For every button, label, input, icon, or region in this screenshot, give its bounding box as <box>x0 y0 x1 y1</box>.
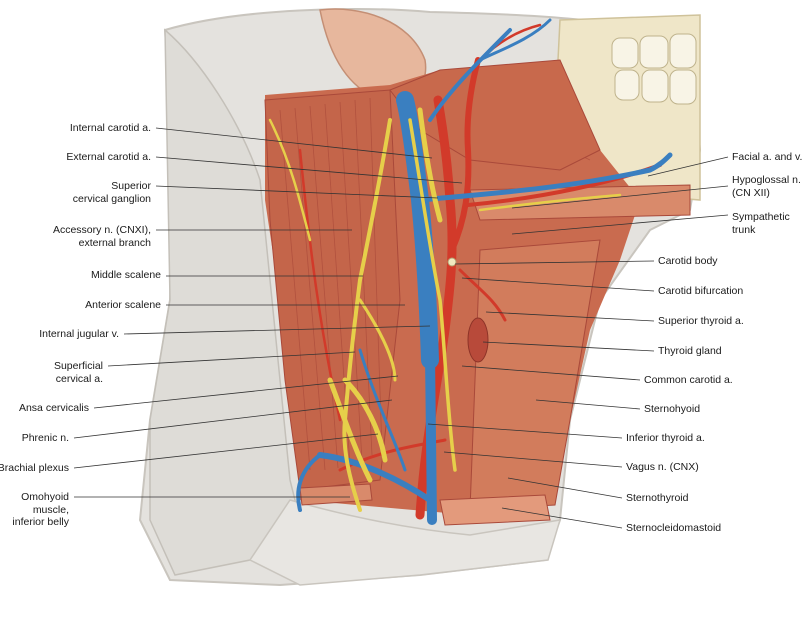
label-facial-artery-vein: Facial a. and v. <box>732 151 803 163</box>
label-sternocleidomastoid: Sternocleidomastoid <box>626 522 722 534</box>
scalene-muscles <box>264 89 401 491</box>
label-line: trunk <box>732 223 756 236</box>
label-ansa-cervicalis: Ansa cervicalis <box>18 402 89 414</box>
label-common-carotid-artery: Common carotid a. <box>644 374 733 386</box>
label-line: inferior belly <box>12 516 69 528</box>
label-carotid-body: Carotid body <box>658 255 718 267</box>
thyroid-gland-shape <box>467 317 489 363</box>
label-thyroid-gland: Thyroid gland <box>658 345 722 357</box>
label-sternohyoid: Sternohyoid <box>644 403 701 415</box>
label-line: cervical a. <box>55 372 103 385</box>
digastric-stylohyoid <box>469 184 691 221</box>
label-superior-cervical-ganglion: Superior cervical ganglion <box>73 180 151 205</box>
label-sympathetic-trunk: Sympathetic trunk <box>732 211 790 236</box>
label-brachial-plexus: Brachial plexus <box>0 462 69 474</box>
label-line: Superficial <box>53 360 103 372</box>
teeth <box>611 33 697 105</box>
label-external-carotid-artery: External carotid a. <box>66 151 151 163</box>
leader-lines-left <box>73 127 463 498</box>
label-line: muscle, <box>32 503 69 516</box>
label-accessory-nerve: Accessory n. (CNXI), external branch <box>53 224 151 249</box>
label-line: cervical ganglion <box>72 192 151 205</box>
label-middle-scalene: Middle scalene <box>90 269 161 281</box>
label-superior-thyroid-artery: Superior thyroid a. <box>658 315 744 327</box>
sternocleidomastoid-muscle <box>439 494 551 526</box>
label-internal-jugular-vein: Internal jugular v. <box>39 328 119 340</box>
label-line: Omohyoid <box>21 491 69 503</box>
label-line: Hypoglossal n. <box>732 174 801 186</box>
label-vagus-nerve: Vagus n. (CNX) <box>626 461 699 473</box>
label-internal-carotid-artery: Internal carotid a. <box>69 122 151 134</box>
label-phrenic-nerve: Phrenic n. <box>21 432 69 444</box>
label-line: Sympathetic <box>732 211 790 223</box>
carotid-body-shape <box>447 257 457 267</box>
label-anterior-scalene: Anterior scalene <box>85 299 161 311</box>
label-line: external branch <box>78 236 151 249</box>
label-carotid-bifurcation: Carotid bifurcation <box>658 285 744 297</box>
label-sternothyroid: Sternothyroid <box>626 492 689 504</box>
label-line: (CN XII) <box>732 186 770 199</box>
label-inferior-thyroid-artery: Inferior thyroid a. <box>626 432 705 444</box>
fascia-bottom-flap <box>248 499 562 586</box>
fascia-left-flap <box>149 28 301 576</box>
leader-lines-right <box>427 156 729 529</box>
infrahyoid-muscles <box>469 239 601 511</box>
label-line: Superior <box>111 180 151 192</box>
label-omohyoid-muscle: Omohyoid muscle, inferior belly <box>12 491 69 529</box>
label-superficial-cervical-artery: Superficial cervical a. <box>54 360 103 385</box>
label-line: Accessory n. (CNXI), <box>52 224 151 236</box>
label-hypoglossal-nerve: Hypoglossal n. (CN XII) <box>732 174 801 199</box>
